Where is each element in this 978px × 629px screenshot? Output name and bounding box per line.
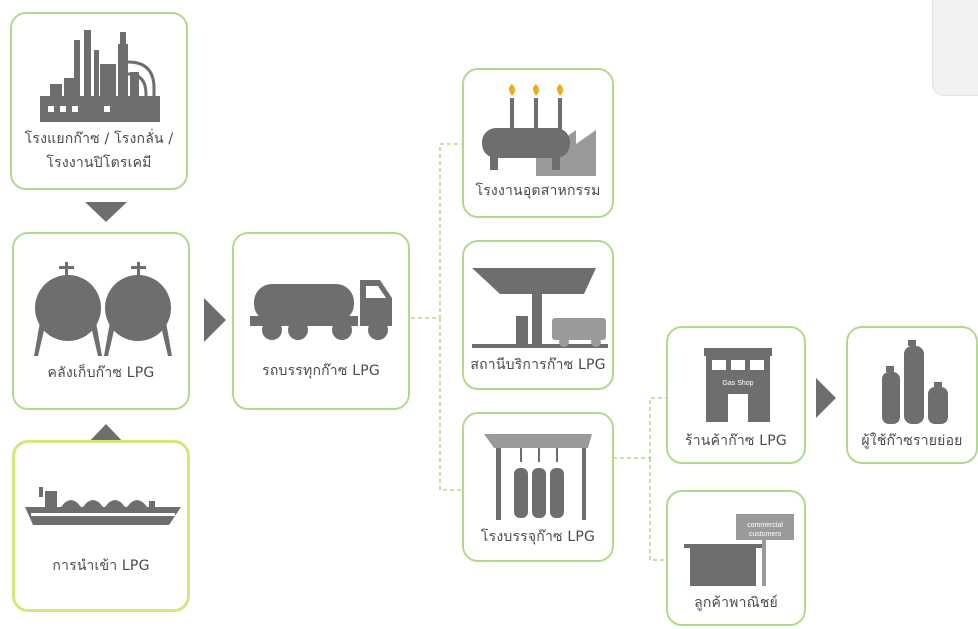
node-shop: Gas Shop ร้านค้าก๊าซ LPG <box>666 326 806 464</box>
node-station-label: สถานีบริการก๊าซ LPG <box>470 357 606 373</box>
node-commercial: commercial customers ลูกค้าพาณิชย์ <box>666 490 806 626</box>
commercial-sign-line1: commercial <box>747 522 783 529</box>
corner-panel <box>932 0 978 96</box>
node-import-label: การนำเข้า LPG <box>52 558 150 574</box>
node-truck: รถบรรทุกก๊าซ LPG <box>232 232 410 410</box>
arrow-right-shop <box>816 378 836 418</box>
gas-cylinders-icon <box>882 340 948 424</box>
node-industrial-label: โรงงานอุตสาหกรรม <box>475 183 601 199</box>
tanker-truck-icon <box>250 280 392 340</box>
node-refinery-label-1: โรงแยกก๊าซ / โรงกลั่น / <box>24 131 174 147</box>
tanker-ship-icon <box>25 487 181 525</box>
node-station: สถานีบริการก๊าซ LPG <box>462 240 614 390</box>
node-import: การนำเข้า LPG <box>12 440 190 612</box>
connector-truck-industrial <box>411 143 462 319</box>
gas-shop-sign: Gas Shop <box>722 380 754 387</box>
node-truck-label: รถบรรทุกก๊าซ LPG <box>262 363 380 379</box>
commercial-building-icon <box>684 514 794 586</box>
refinery-icon <box>40 30 160 122</box>
node-storage: คลังเก็บก๊าซ LPG <box>12 232 190 410</box>
node-refinery: โรงแยกก๊าซ / โรงกลั่น / โรงงานปิโตรเคมี <box>10 12 188 190</box>
node-commercial-label: ลูกค้าพาณิชย์ <box>694 595 778 611</box>
node-retail: ผู้ใช้ก๊าซรายย่อย <box>846 326 978 464</box>
commercial-sign-line2: customers <box>748 531 782 538</box>
connector-truck-filling <box>439 318 462 491</box>
node-refinery-label-2: โรงงานปิโตรเคมี <box>46 155 152 171</box>
node-filling-label: โรงบรรจุก๊าซ LPG <box>480 529 596 545</box>
connector-filling-commercial <box>649 458 666 561</box>
node-retail-label: ผู้ใช้ก๊าซรายย่อย <box>861 433 963 449</box>
filling-plant-icon <box>484 434 592 520</box>
arrow-right-storage <box>204 298 226 342</box>
node-filling: โรงบรรจุก๊าซ LPG <box>462 412 614 562</box>
gas-shop-icon <box>704 348 772 422</box>
factory-icon <box>482 84 596 176</box>
node-storage-label: คลังเก็บก๊าซ LPG <box>47 365 155 381</box>
arrow-down <box>85 202 127 222</box>
node-industrial: โรงงานอุตสาหกรรม <box>462 68 614 218</box>
node-shop-label: ร้านค้าก๊าซ LPG <box>685 433 787 449</box>
storage-tanks-icon <box>34 262 172 356</box>
gas-station-icon <box>472 268 608 348</box>
connector-filling-shop <box>613 397 666 459</box>
